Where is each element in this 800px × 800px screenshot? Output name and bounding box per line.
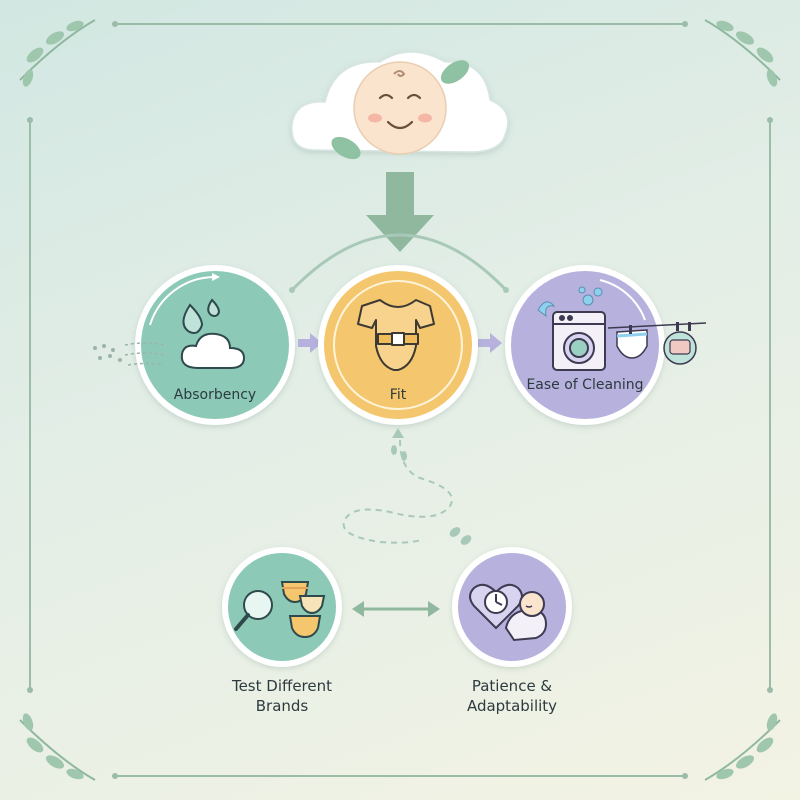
corner-leaf-icon xyxy=(704,713,781,781)
heart-clock-baby-icon xyxy=(469,583,548,642)
footprint-path-icon xyxy=(342,428,472,545)
absorbency-node xyxy=(93,265,295,425)
corner-leaf-icon xyxy=(19,19,96,87)
baby-face-cloud-icon xyxy=(291,51,509,160)
absorbency-label: Absorbency xyxy=(173,387,257,403)
onesie-icon xyxy=(357,299,435,371)
washing-machine-icon xyxy=(552,311,606,371)
test-brands-label: Test Different Brands xyxy=(202,676,362,716)
test-brands-label-line2: Brands xyxy=(255,697,309,715)
water-drops-cloud-icon xyxy=(180,298,246,369)
ease-of-cleaning-node xyxy=(505,265,707,425)
patience-label-line2: Adaptability xyxy=(466,697,558,715)
right-arrow-icon xyxy=(298,333,322,353)
test-brands-node xyxy=(222,547,342,667)
connector-arc xyxy=(290,233,508,292)
fit-label: Fit xyxy=(389,387,407,403)
patience-node xyxy=(452,547,572,667)
patience-label-line1: Patience & xyxy=(471,677,553,695)
magnifier-diapers-icon xyxy=(234,581,326,639)
fit-node xyxy=(318,265,478,425)
test-brands-label-line1: Test Different xyxy=(231,677,333,695)
ease-of-cleaning-label: Ease of Cleaning xyxy=(526,377,644,393)
patience-label: Patience & Adaptability xyxy=(432,676,592,716)
corner-leaf-icon xyxy=(19,713,96,781)
bidirectional-arrow-icon xyxy=(352,601,440,617)
corner-leaf-icon xyxy=(704,19,781,87)
right-arrow-icon xyxy=(478,333,502,353)
down-arrow-icon xyxy=(366,172,434,252)
clothesline-icon xyxy=(607,322,707,365)
